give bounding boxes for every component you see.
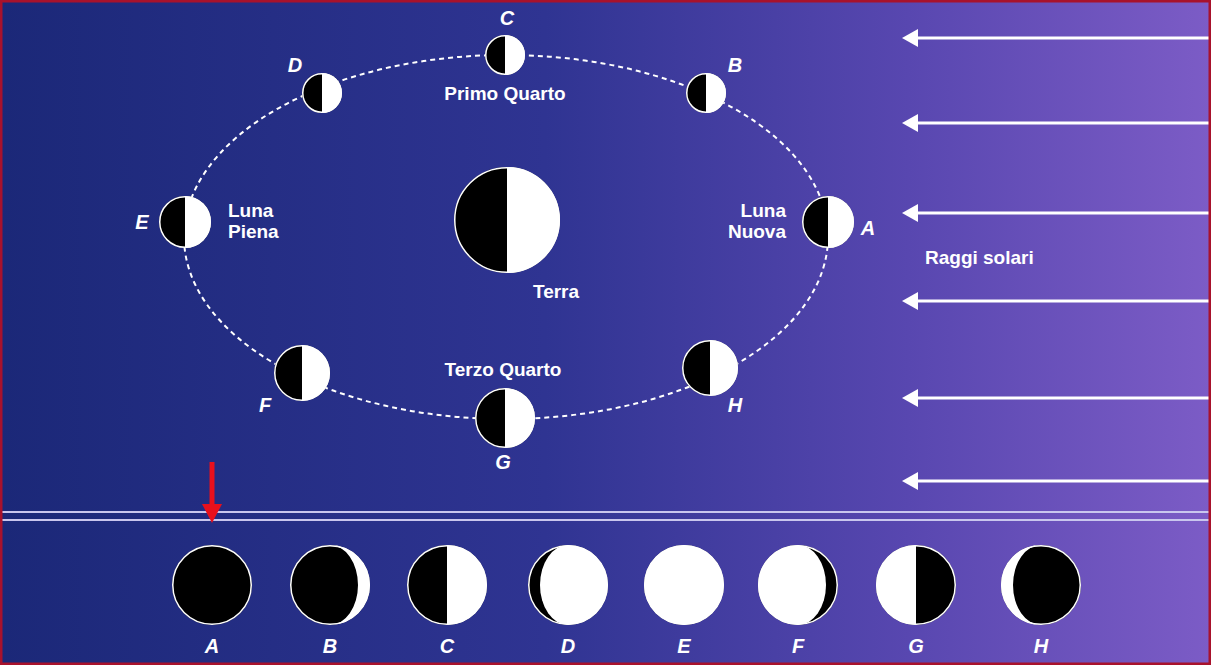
orbit-moon: B [686,73,726,113]
position-letter: D [288,54,302,76]
phase-moon-shape [290,545,370,625]
orbit-moon: Terzo QuartoG [475,388,535,448]
phase-name: Luna Piena [228,201,279,243]
sun-rays-label: Raggi solari [925,248,1034,269]
phase-moon: A [172,545,252,625]
separator-line [0,519,1211,521]
separator-line [0,511,1211,513]
orbit-moon: ELuna Piena [159,196,211,248]
position-letter: A [205,635,219,657]
position-letter: A [861,217,875,239]
earth-circle-shape [454,167,560,273]
orbit-moon: D [302,73,342,113]
phase-moon: B [290,545,370,625]
orbit-moon-shape [475,388,535,448]
phase-moon: D [528,545,608,625]
red-pointer-arrow [202,462,222,523]
phase-name: Luna Nuova [728,201,786,243]
phase-moon-shape [407,545,487,625]
orbit-moon-shape [159,196,211,248]
orbit-moon: Luna NuovaA [802,196,854,248]
orbit-moon-shape [485,35,525,75]
position-letter: C [500,7,514,29]
position-letter: G [908,635,924,657]
position-letter: E [135,211,148,233]
phase-moon: F [758,545,838,625]
position-letter: B [728,54,742,76]
position-letter: D [561,635,575,657]
moon-orbit [184,55,828,419]
orbit-moon-shape [686,73,726,113]
phase-name: Terra [533,282,579,303]
position-letter: H [728,394,742,416]
position-letter: H [1034,635,1048,657]
earth-circle: Terra [454,167,560,273]
position-letter: B [323,635,337,657]
position-letter: C [440,635,454,657]
phase-name: Terzo Quarto [445,360,562,381]
orbit-moon-shape [682,340,738,396]
phase-moon: H [1001,545,1081,625]
phase-moon-shape [876,545,956,625]
position-letter: F [259,394,271,416]
phase-moon-shape [644,545,724,625]
orbit-moon-shape [302,73,342,113]
orbit-moon: F [274,345,330,401]
orbit-moon-shape [802,196,854,248]
orbit-moon: CPrimo Quarto [485,35,525,75]
phase-moon: G [876,545,956,625]
phase-moon-shape [758,545,838,625]
phase-moon: C [407,545,487,625]
phase-moon-shape [528,545,608,625]
phase-moon: E [644,545,724,625]
position-letter: E [677,635,690,657]
position-letter: G [495,451,511,473]
position-letter: F [792,635,804,657]
phase-name: Primo Quarto [444,84,565,105]
sun-rays [902,29,1211,490]
phase-moon-shape [172,545,252,625]
orbit-moon-shape [274,345,330,401]
orbit-moon: H [682,340,738,396]
phase-moon-shape [1001,545,1081,625]
